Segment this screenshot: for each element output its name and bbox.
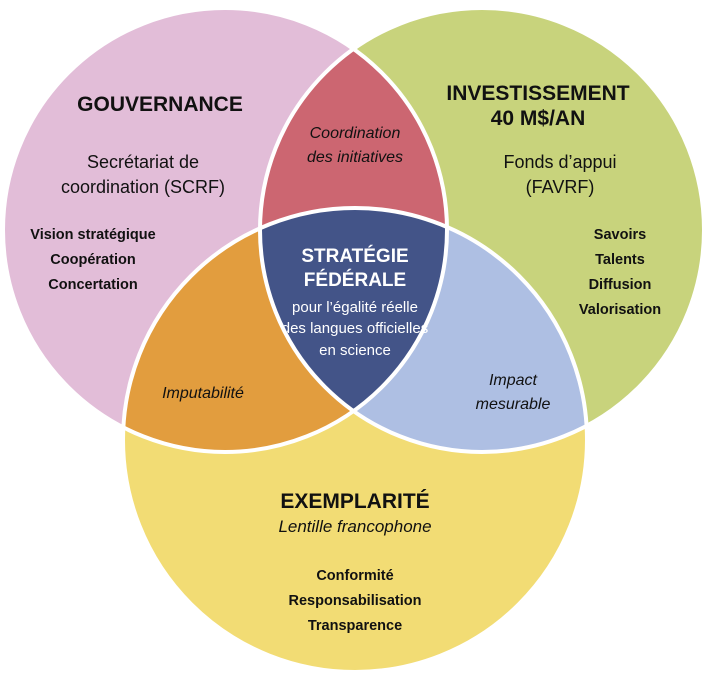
- center-sub-line1: pour l’égalité réelle: [292, 299, 418, 316]
- exemplarite-subtitle: Lentille francophone: [278, 517, 431, 536]
- investissement-item: Valorisation: [579, 302, 661, 318]
- investissement-item: Talents: [595, 252, 645, 268]
- gouvernance-subtitle-line2: coordination (SCRF): [61, 177, 225, 197]
- gouvernance-item: Concertation: [48, 277, 137, 293]
- exemplarite-title: EXEMPLARITÉ: [280, 490, 429, 513]
- imputabilite-label: Imputabilité: [162, 385, 244, 402]
- center-sub-line2: des langues officielles: [282, 320, 428, 337]
- investissement-item: Diffusion: [589, 277, 652, 293]
- center-sub-line3: en science: [319, 342, 391, 359]
- impact-label-line2: mesurable: [476, 396, 551, 413]
- investissement-subtitle-line1: Fonds d’appui: [503, 152, 616, 172]
- impact-label-line1: Impact: [489, 372, 538, 389]
- gouvernance-title: GOUVERNANCE: [77, 93, 243, 116]
- gouvernance-item: Coopération: [50, 252, 135, 268]
- exemplarite-item: Responsabilisation: [289, 593, 422, 609]
- coordination-label-line1: Coordination: [310, 125, 401, 142]
- center-title-line1: STRATÉGIE: [301, 245, 408, 267]
- investissement-title-line1: INVESTISSEMENT: [446, 82, 629, 105]
- center-title-line2: FÉDÉRALE: [304, 269, 406, 291]
- investissement-subtitle-line2: (FAVRF): [526, 177, 595, 197]
- gouvernance-subtitle-line1: Secrétariat de: [87, 152, 199, 172]
- exemplarite-item: Conformité: [316, 568, 393, 584]
- exemplarite-item: Transparence: [308, 618, 402, 634]
- circle-outlines: [1, 6, 706, 674]
- investissement-title-line2: 40 M$/AN: [491, 107, 586, 130]
- coordination-label-line2: des initiatives: [307, 149, 403, 166]
- investissement-item: Savoirs: [594, 227, 646, 243]
- gouvernance-item: Vision stratégique: [30, 227, 155, 243]
